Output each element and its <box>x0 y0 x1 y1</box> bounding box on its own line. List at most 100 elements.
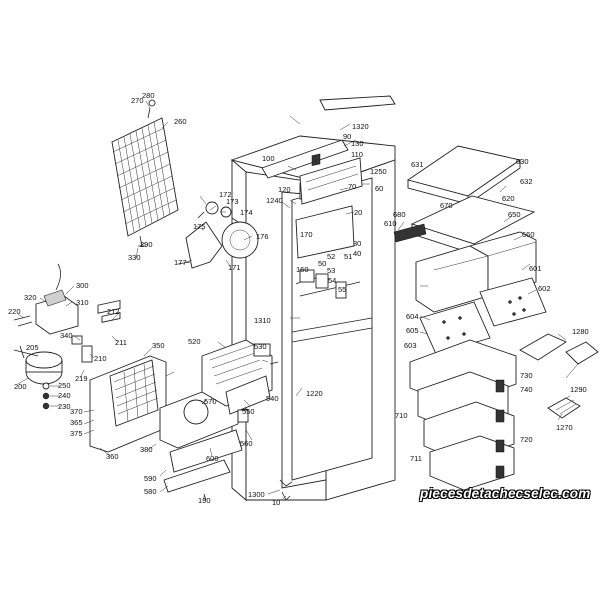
part-label: 603 <box>404 341 417 350</box>
refrigerator-cabinet <box>230 95 396 501</box>
part-label: 720 <box>520 435 533 444</box>
part-label: 211 <box>115 338 127 347</box>
part-label: 172 <box>219 190 232 199</box>
part-label: 310 <box>76 298 89 307</box>
part-label: 520 <box>188 337 201 346</box>
part-label: 1240 <box>266 196 283 205</box>
part-label: 174 <box>240 208 253 217</box>
site-watermark: piecesdetachecselec.com <box>420 486 591 501</box>
part-label: 580 <box>144 487 157 496</box>
part-label: 740 <box>520 385 533 394</box>
part-label: 330 <box>128 253 141 262</box>
part-label: 660 <box>522 230 535 239</box>
freezer-drawers <box>409 339 517 491</box>
condenser-coil <box>111 99 179 247</box>
part-number-labels: 10 20 30 40 50 51 52 53 54 55 60 70 90 1… <box>8 91 589 507</box>
part-label: 730 <box>520 371 533 380</box>
part-label: 52 <box>327 252 335 261</box>
part-label: 620 <box>502 194 515 203</box>
part-label: 710 <box>395 411 408 420</box>
part-label: 10 <box>272 498 280 507</box>
part-label: 290 <box>140 240 153 249</box>
part-label: 632 <box>520 177 533 186</box>
part-label: 1250 <box>370 167 387 176</box>
part-label: 670 <box>440 201 453 210</box>
part-label: 219 <box>75 374 88 383</box>
part-label: 240 <box>58 391 71 400</box>
part-label: 170 <box>300 230 313 239</box>
part-label: 550 <box>242 407 255 416</box>
part-label: 280 <box>142 91 155 100</box>
part-label: 1300 <box>248 490 265 499</box>
part-label: 270 <box>131 96 144 105</box>
fan-housing-assembly <box>177 201 259 269</box>
part-label: 230 <box>58 402 71 411</box>
part-label: 560 <box>240 439 253 448</box>
part-label: 1310 <box>254 316 271 325</box>
part-label: 360 <box>106 452 119 461</box>
part-label: 200 <box>14 382 27 391</box>
part-label: 604 <box>406 312 419 321</box>
part-label: 570 <box>204 397 217 406</box>
part-label: 1320 <box>352 122 369 131</box>
part-label: 54 <box>328 276 336 285</box>
part-label: 260 <box>174 117 187 126</box>
part-label: 70 <box>348 182 356 191</box>
part-label: 350 <box>152 341 165 350</box>
part-label: 1220 <box>306 389 323 398</box>
part-label: 340 <box>60 331 73 340</box>
part-label: 610 <box>384 219 397 228</box>
part-label: 160 <box>296 265 309 274</box>
part-label: 530 <box>254 342 267 351</box>
part-label: 177 <box>174 258 187 267</box>
part-label: 365 <box>70 418 83 427</box>
part-label: 55 <box>338 285 346 294</box>
part-label: 1290 <box>570 385 587 394</box>
part-label: 370 <box>70 407 83 416</box>
part-label: 320 <box>24 293 37 302</box>
part-label: 250 <box>58 381 71 390</box>
part-label: 630 <box>516 157 529 166</box>
part-label: 60 <box>375 184 383 193</box>
part-label: 171 <box>228 263 241 272</box>
part-label: 590 <box>144 474 157 483</box>
part-label: 173 <box>226 197 239 206</box>
part-label: 631 <box>411 160 424 169</box>
part-label: 602 <box>538 284 551 293</box>
part-label: 110 <box>351 150 363 159</box>
part-label: 176 <box>256 232 269 241</box>
small-fasteners <box>42 299 121 410</box>
part-label: 300 <box>76 281 89 290</box>
rear-condenser-box <box>89 355 243 501</box>
part-label: 605 <box>406 326 419 335</box>
glass-shelf <box>406 145 522 205</box>
part-label: 600 <box>206 454 219 463</box>
part-label: 210 <box>94 354 107 363</box>
part-label: 51 <box>344 252 352 261</box>
relay-starter-box <box>13 263 79 335</box>
part-label: 120 <box>278 185 291 194</box>
part-label: 711 <box>410 454 422 463</box>
leader-lines <box>17 100 579 501</box>
part-label: 380 <box>140 445 153 454</box>
part-label: 680 <box>393 210 406 219</box>
part-label: 30 <box>353 239 361 248</box>
part-label: 53 <box>327 266 335 275</box>
part-label: 130 <box>351 139 364 148</box>
part-label: 375 <box>70 429 83 438</box>
part-label: 190 <box>198 496 211 505</box>
part-label: 20 <box>354 208 362 217</box>
crisper-drawers <box>415 231 547 355</box>
ice-trays <box>519 333 599 419</box>
part-label: 1280 <box>572 327 589 336</box>
part-label: 212 <box>107 307 120 316</box>
part-label: 50 <box>318 259 326 268</box>
part-label: 90 <box>343 132 351 141</box>
part-label: 100 <box>262 154 275 163</box>
crisper-cover <box>393 195 536 255</box>
part-label: 175 <box>193 222 206 231</box>
part-label: 540 <box>266 394 279 403</box>
part-label: 40 <box>353 249 361 258</box>
part-label: 1270 <box>556 423 573 432</box>
